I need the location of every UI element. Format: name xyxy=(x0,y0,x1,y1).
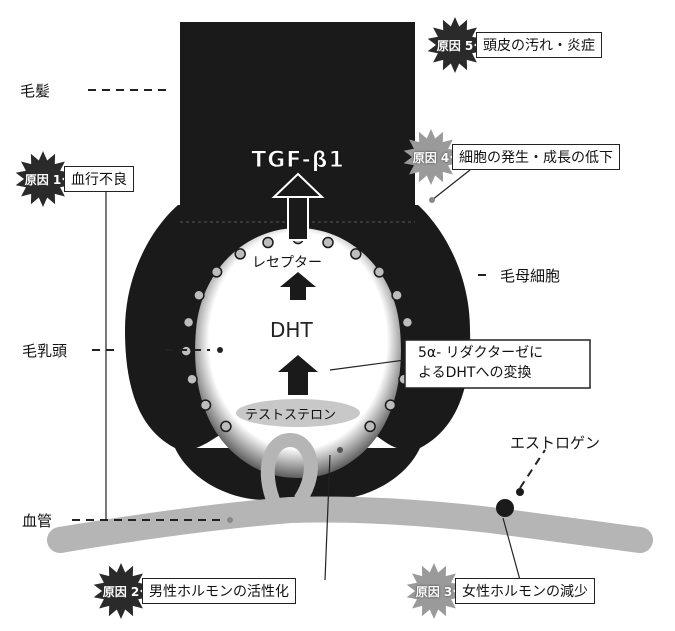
matrix-cell-dot xyxy=(180,345,192,357)
matrix-cell-dot xyxy=(220,420,232,433)
testosterone-oval xyxy=(236,399,360,427)
cause-4-text: 細胞の発生・成長の低下 xyxy=(452,144,620,170)
cause-2-text: 男性ホルモンの活性化 xyxy=(142,578,296,604)
blood-vessel-loop xyxy=(260,432,318,508)
label-hair: 毛髪 xyxy=(20,82,51,100)
arrow-receptor-to-tgf xyxy=(271,172,325,241)
bulb-pointer-dot xyxy=(337,447,343,453)
growth-pointer-dot xyxy=(429,197,435,203)
cause-5-tag: 原因 5 xyxy=(436,38,474,53)
estrogen-dot-large xyxy=(496,499,514,517)
enzyme-line-1: 5α- リダクターゼに xyxy=(418,345,544,361)
starburst-icon xyxy=(93,563,149,619)
tgf-beta-label: TGF-β1 xyxy=(251,148,345,174)
blood-vessel xyxy=(47,496,653,553)
matrix-cell-dot xyxy=(350,248,362,260)
cause-4-burst: 原因 4 xyxy=(402,128,460,186)
cause-4: 原因 4 細胞の発生・成長の低下 xyxy=(402,128,620,186)
cause-2-tag: 原因 2 xyxy=(102,584,140,599)
papilla-pointer-dot xyxy=(217,347,223,353)
arrow-testosterone-to-dht xyxy=(278,355,318,395)
cause-3-text: 女性ホルモンの減少 xyxy=(455,578,595,604)
enzyme-line-2: よるDHTへの変換 xyxy=(418,365,532,381)
cause-3-tag: 原因 3 xyxy=(415,584,453,599)
enzyme-callout-text: 5α- リダクターゼに よるDHTへの変換 xyxy=(418,343,543,383)
cause-5: 原因 5 頭皮の汚れ・炎症 xyxy=(426,16,602,74)
matrix-cell-dot xyxy=(262,236,274,249)
cause-5-burst: 原因 5 xyxy=(426,16,484,74)
matrix-cell-dot xyxy=(186,373,198,386)
dht-label: DHT xyxy=(270,318,313,342)
label-matrix-cell: 毛母細胞 xyxy=(500,267,561,285)
matrix-cell-dot xyxy=(193,289,205,302)
starburst-icon xyxy=(403,129,459,185)
matrix-cell-dot xyxy=(391,289,403,302)
matrix-cell-dot xyxy=(401,316,414,329)
arrow-dht-to-receptor xyxy=(280,272,316,300)
cause-1-burst: 原因 1 xyxy=(14,150,72,208)
cause-3: 原因 3 女性ホルモンの減少 xyxy=(405,562,595,620)
dashed-leaders xyxy=(72,89,546,521)
matrix-cell-dot xyxy=(210,266,223,278)
cause-3-burst: 原因 3 xyxy=(405,562,463,620)
cause-1-text: 血行不良 xyxy=(64,166,134,192)
cause-leaders xyxy=(105,169,521,581)
matrix-cell-dot xyxy=(182,316,195,329)
cause-1: 原因 1 血行不良 xyxy=(14,150,134,208)
cause-2-burst: 原因 2 xyxy=(92,562,150,620)
enzyme-callout-box xyxy=(404,339,591,389)
cause-2: 原因 2 男性ホルモンの活性化 xyxy=(92,562,296,620)
matrix-cell-dot xyxy=(322,236,334,249)
label-blood-vessel: 血管 xyxy=(22,512,53,530)
matrix-cell-dot xyxy=(199,399,212,411)
starburst-icon xyxy=(427,17,483,73)
matrix-cell-dot xyxy=(384,399,397,411)
cause-1-tag: 原因 1 xyxy=(24,172,62,187)
vessel-pointer-dot xyxy=(227,517,233,523)
matrix-cell-dot xyxy=(364,420,376,433)
receptor-label: レセプター xyxy=(252,255,322,271)
starburst-icon xyxy=(15,151,71,207)
starburst-icon xyxy=(406,563,462,619)
estrogen-dot-small xyxy=(516,488,524,496)
label-estrogen: エストロゲン xyxy=(510,434,601,452)
cause-5-text: 頭皮の汚れ・炎症 xyxy=(476,32,602,58)
matrix-cell-dot xyxy=(234,248,246,260)
matrix-cell-dot xyxy=(373,266,386,278)
label-dermal-papilla: 毛乳頭 xyxy=(22,342,68,360)
cause-4-tag: 原因 4 xyxy=(412,150,450,165)
testosterone-label: テストステロン xyxy=(245,408,337,423)
